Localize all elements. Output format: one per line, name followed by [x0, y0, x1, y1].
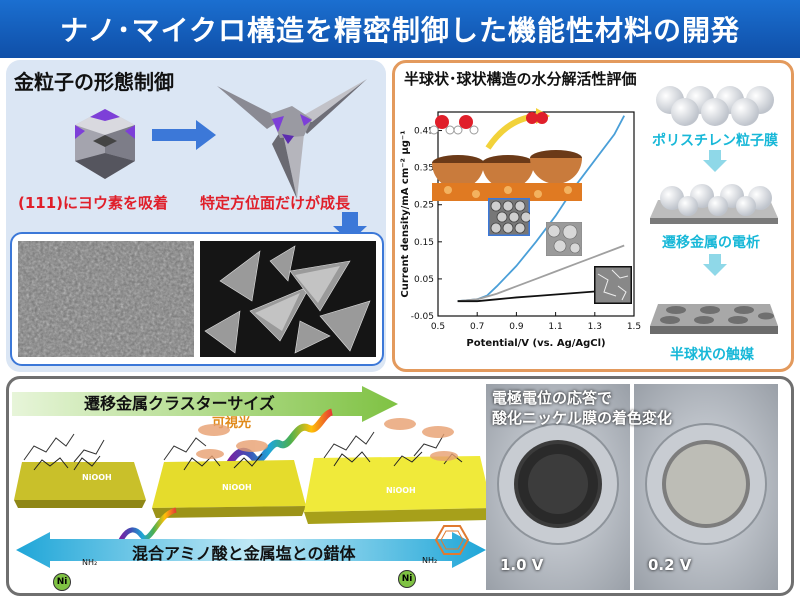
series-line-1	[457, 244, 625, 303]
nioh-plates-illustration	[14, 451, 492, 524]
y-tick-label: 0.35	[414, 164, 434, 174]
photo-left-voltage: 1.0 V	[500, 556, 544, 574]
ni-ion-icon-left: Ni	[53, 573, 71, 591]
y-tick-label: 0.45	[414, 127, 434, 137]
visible-light-wave-icon	[224, 408, 334, 468]
x-tick-label: 1.3	[588, 322, 602, 332]
cluster-size-arrow	[12, 386, 398, 422]
hemisphere-catalyst-illustration	[650, 304, 778, 334]
sem-image-nanostructure	[18, 241, 194, 357]
nh2-label-left: NH₂	[82, 558, 98, 567]
page-title: ナノ･マイクロ構造を精密制御した機能性材料の開発	[59, 14, 741, 47]
x-tick-label: 0.9	[509, 322, 524, 332]
step-arrow-1	[703, 150, 727, 172]
photo-electrode-0-2v	[634, 384, 778, 590]
x-tick-label: 0.5	[431, 322, 445, 332]
complex-label: 混合アミノ酸と金属塩との錯体	[132, 544, 356, 563]
electrodeposition-illustration	[650, 184, 778, 224]
page-header: ナノ･マイクロ構造を精密制御した機能性材料の開発	[0, 0, 800, 58]
inset-sem-film	[594, 266, 632, 304]
ni-ion-icon-right: Ni	[398, 570, 416, 588]
inset-sem-sphere	[546, 222, 582, 256]
sem-image-platelets	[200, 241, 376, 357]
x-tick-label: 1.5	[627, 322, 641, 332]
facet-growth-caption: 特定方位面だけが成長	[200, 194, 351, 212]
panel2-title: 半球状･球状構造の水分解活性評価	[404, 70, 637, 88]
y-tick-label: 0.05	[414, 275, 434, 285]
plate-label-2: NiOOH	[222, 483, 252, 492]
step-electrodeposition: 遷移金属の電析	[662, 235, 760, 251]
phenyl-ring-icon	[434, 525, 470, 555]
iodine-adsorption-caption: (111)にヨウ素を吸着	[18, 194, 169, 212]
current-density-chart: -0.05 0.05 0.15 0.25 0.35 0.45 0.5 0.7 0.9 1.1 1.…	[400, 111, 641, 349]
y-tick-label: 0.15	[414, 238, 434, 248]
x-tick-label: 0.7	[470, 322, 484, 332]
polystyrene-film-illustration	[656, 86, 774, 126]
plate-label-3: NiOOH	[386, 486, 416, 495]
inset-sem-hemisphere	[488, 198, 530, 236]
plate-label-1: NiOOH	[82, 473, 112, 482]
step-arrow-2	[703, 254, 727, 276]
nh2-label-right: NH₂	[422, 556, 438, 565]
cuboctahedron-particle	[75, 109, 135, 179]
oxygen-molecule-icon	[526, 112, 548, 124]
y-tick-label: -0.05	[411, 312, 434, 322]
catalyst-bowls-illustration	[429, 108, 582, 201]
photo-electrode-1-0v	[486, 384, 630, 590]
water-molecule-icon	[429, 115, 479, 135]
photo-caption: 電極電位の応答で 酸化ニッケル膜の着色変化	[492, 389, 673, 427]
x-tick-label: 1.1	[548, 322, 562, 332]
cluster-size-label: 遷移金属クラスターサイズ	[84, 394, 275, 413]
down-arrow	[333, 212, 367, 242]
panel1-title: 金粒子の形態制御	[14, 70, 174, 94]
y-axis-label: Current density/mA cm⁻² μg⁻¹	[400, 130, 411, 297]
photo-right-voltage: 0.2 V	[648, 556, 692, 574]
tripod-particle	[217, 79, 367, 199]
ni-label-left: Ni	[56, 577, 68, 587]
x-axis-label: Potential/V (vs. Ag/AgCl)	[466, 338, 605, 349]
complex-two-way-arrow	[16, 532, 486, 568]
step-hemisphere-catalyst: 半球状の触媒	[670, 347, 754, 363]
absorbed-light-wave-icon	[118, 507, 177, 544]
growth-arrow	[152, 120, 216, 150]
y-tick-label: 0.25	[414, 201, 434, 211]
ni-label-right: Ni	[401, 574, 413, 584]
step-polystyrene-film: ポリスチレン粒子膜	[652, 133, 778, 149]
amino-acid-ligands	[23, 418, 458, 463]
